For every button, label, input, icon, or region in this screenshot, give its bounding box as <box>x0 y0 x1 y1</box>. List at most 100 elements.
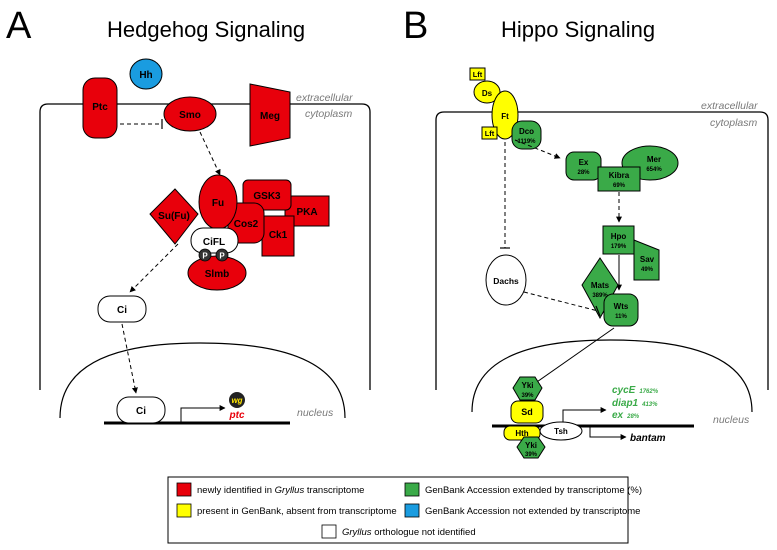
kibra-node <box>597 166 641 192</box>
ck1-label: Ck1 <box>269 230 288 241</box>
wts-node <box>603 293 639 327</box>
tsh-label: Tsh <box>554 427 568 436</box>
sav-label: Sav <box>640 255 655 264</box>
target-gene-diap1-name: diap1 <box>612 398 639 409</box>
sufu-node <box>149 188 199 245</box>
yki-node-1 <box>512 376 543 401</box>
lft-label-1: Lft <box>473 70 483 79</box>
legend-swatch-green <box>404 482 420 497</box>
target-gene-cyce-name: cycE <box>612 385 636 396</box>
legend-swatch-white <box>321 524 337 539</box>
target-gene-cyce-pct: 1762% <box>639 389 658 395</box>
dachs-wts-inhibition <box>523 291 599 312</box>
dco-pct: 1119% <box>517 139 536 145</box>
legend-white-italic: Gryllus <box>342 527 372 538</box>
wg-node <box>229 392 245 408</box>
kibra-label: Kibra <box>609 171 630 180</box>
target-gene-ex-name: ex <box>612 410 624 421</box>
extracellular-label-b: extracellular <box>701 100 758 112</box>
fu-label: Fu <box>212 198 224 209</box>
dco-node <box>511 120 542 150</box>
ci-nuc-label: Ci <box>136 406 146 417</box>
lft-label-2: Lft <box>485 129 495 138</box>
sav-pct: 49% <box>641 267 654 273</box>
complex-ci-arrow <box>129 243 179 293</box>
mer-label: Mer <box>647 155 661 164</box>
smo-label: Smo <box>179 110 201 121</box>
sufu-label: Su(Fu) <box>158 211 190 222</box>
ex-label: Ex <box>579 158 589 167</box>
cytoplasm-label-b: cytoplasm <box>710 117 758 129</box>
lft-node-1 <box>469 67 486 81</box>
ds-label: Ds <box>482 89 493 98</box>
phospho-2 <box>215 248 229 262</box>
wg-label: wg <box>231 396 242 405</box>
ptc-gene-label: ptc <box>229 410 245 421</box>
ft-node <box>491 90 519 140</box>
ci-cyto-node <box>97 295 147 323</box>
gsk3-node <box>242 179 292 211</box>
hh-label: Hh <box>139 70 152 81</box>
bantam-label: bantam <box>630 433 666 444</box>
ci-nucleus-arrow <box>121 323 138 394</box>
panel-a-title: Hedgehog Signaling <box>107 17 305 42</box>
hth-label: Hth <box>515 429 528 438</box>
ft-label: Ft <box>501 112 509 121</box>
dachs-node <box>485 254 527 306</box>
meg-label: Meg <box>260 111 280 122</box>
ci-cyto-label: Ci <box>117 305 127 316</box>
ci-nuc-node <box>116 396 166 424</box>
sav-node <box>633 239 660 281</box>
mats-node <box>581 257 619 320</box>
legend-swatch-blue <box>404 503 420 518</box>
ds-node <box>473 80 501 104</box>
nucleus-label-b: nucleus <box>713 414 750 426</box>
dachs-label: Dachs <box>493 276 519 286</box>
legend-box <box>167 476 629 544</box>
gsk3-label: GSK3 <box>253 191 281 202</box>
legend-swatch-red <box>176 482 192 497</box>
mer-pct: 654% <box>646 167 662 173</box>
yki-label-2: Yki <box>525 441 537 450</box>
phospho-1-label: P <box>202 252 208 261</box>
pka-label: PKA <box>296 207 317 218</box>
mats-label: Mats <box>591 281 610 290</box>
yki-node-2 <box>516 436 546 459</box>
legend-item-green: GenBank Accession extended by transcript… <box>425 485 642 496</box>
yki-pct-1: 39% <box>521 393 534 399</box>
panel-b-letter: B <box>403 5 428 47</box>
legend-item-red: newly identified in Gryllus transcriptom… <box>197 485 364 496</box>
panel-b-title: Hippo Signaling <box>501 17 655 42</box>
ex-node <box>565 151 602 181</box>
mats-pct: 389% <box>592 293 608 299</box>
ck1-node <box>261 215 295 257</box>
yki-label-1: Yki <box>521 381 533 390</box>
nucleus-envelope-b <box>471 339 753 413</box>
legend-white-suffix: orthologue not identified <box>372 527 476 538</box>
bantam-transcription-arrow <box>589 426 627 440</box>
target-gene-ex-pct: 28% <box>626 414 640 420</box>
ptc-transcription-arrow <box>180 405 226 423</box>
legend-item-yellow: present in GenBank, absent from transcri… <box>197 506 397 517</box>
slmb-label: Slmb <box>205 269 229 280</box>
nucleus-label-a: nucleus <box>297 407 334 419</box>
legend-red-text: newly identified in <box>197 485 275 496</box>
phospho-1 <box>198 248 212 262</box>
dachs-wts-bar <box>595 305 601 317</box>
ptc-node <box>82 77 118 139</box>
phospho-2-label: P <box>219 252 225 261</box>
hpo-pct: 179% <box>611 244 627 250</box>
smo-complex-arrow <box>199 131 221 176</box>
sd-transcription-arrow <box>562 407 607 426</box>
legend-red-suffix: transcriptome <box>304 485 364 496</box>
legend-swatch-yellow <box>176 503 192 518</box>
ex-pct: 28% <box>577 170 590 176</box>
sd-label: Sd <box>521 407 533 417</box>
cell-membrane-b <box>435 111 769 390</box>
nucleus-envelope-a <box>59 342 346 419</box>
hpo-label: Hpo <box>611 232 627 241</box>
meg-node <box>249 83 291 147</box>
wts-label: Wts <box>614 302 629 311</box>
